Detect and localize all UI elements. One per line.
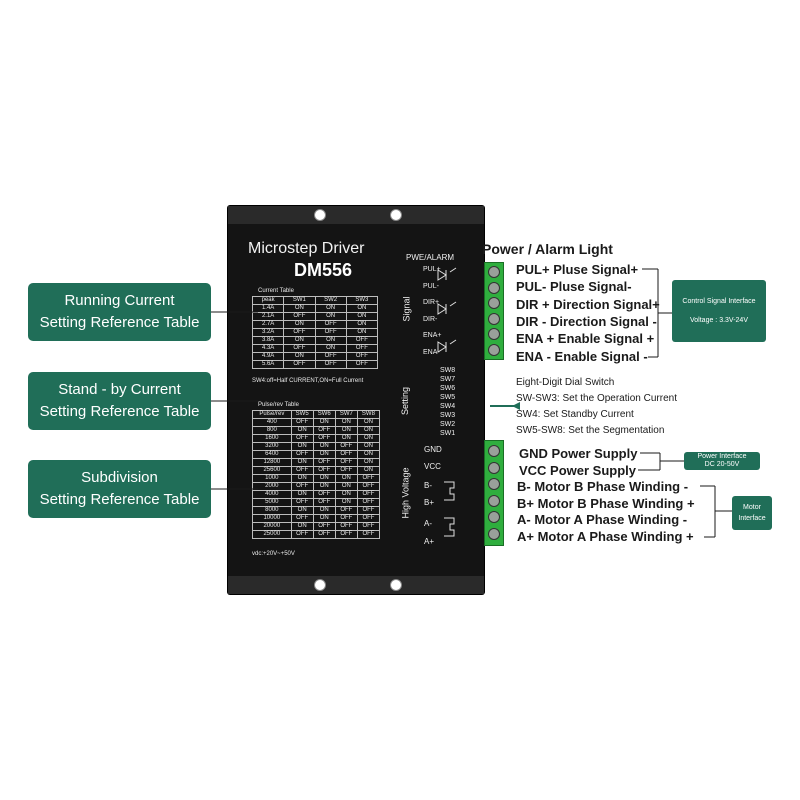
signal-annotation: DIR + Direction Signal+ bbox=[516, 296, 660, 312]
mount-hole-icon bbox=[314, 579, 326, 591]
table-cell: OFF bbox=[356, 530, 381, 539]
signal-pin-label: DIR- bbox=[423, 315, 438, 323]
motor-annotation: B+ Motor B Phase Winding + bbox=[517, 495, 695, 511]
signal-pin-label: ENA- bbox=[423, 348, 440, 356]
power-pin-label: B+ bbox=[424, 498, 435, 507]
power-pin-label: B- bbox=[424, 481, 432, 490]
running-current-callout: Running Current Setting Reference Table bbox=[28, 283, 211, 341]
terminal-screw-icon bbox=[488, 266, 500, 278]
standby-current-callout: Stand - by Current Setting Reference Tab… bbox=[28, 372, 211, 430]
box-line-1: Control Signal Interface bbox=[682, 298, 756, 305]
terminal-screw-icon bbox=[488, 281, 500, 294]
dial-annotation: Eight-Digit Dial Switch bbox=[516, 377, 615, 388]
switch-label: SW7 bbox=[440, 376, 456, 383]
switch-label: SW3 bbox=[440, 412, 456, 419]
terminal-screw-icon bbox=[488, 445, 500, 457]
pwe-alarm-label: PWE/ALARM bbox=[406, 253, 455, 262]
callout-line-2: Setting Reference Table bbox=[39, 491, 200, 508]
switch-label: SW4 bbox=[440, 403, 456, 410]
power-interface-box: Power Interface DC 20-50V bbox=[684, 452, 760, 470]
optocoupler-icons bbox=[437, 267, 457, 353]
mount-hole-icon bbox=[314, 209, 326, 221]
motor-annotation: A+ Motor A Phase Winding + bbox=[517, 529, 694, 545]
power-alarm-light-label: Power / Alarm Light bbox=[482, 241, 613, 257]
box-line-1: Motor bbox=[743, 504, 761, 511]
callout-line-1: Subdivision bbox=[81, 469, 158, 486]
dial-annotation: SW5-SW8: Set the Segmentation bbox=[516, 425, 665, 436]
signal-annotation: PUL- Pluse Signal- bbox=[516, 279, 632, 295]
terminal-screw-icon bbox=[488, 527, 500, 540]
box-line-1: Power Interface bbox=[697, 453, 747, 460]
gnd-power-supply-label: GND Power Supply bbox=[519, 446, 638, 461]
callout-line-1: Stand - by Current bbox=[58, 381, 181, 398]
table-cell: OFF bbox=[345, 360, 379, 369]
switch-label: SW6 bbox=[440, 385, 456, 392]
terminal-screw-icon bbox=[488, 494, 500, 507]
dial-annotation: SW-SW3: Set the Operation Current bbox=[516, 393, 677, 404]
power-pin-label: A+ bbox=[424, 537, 435, 546]
terminal-screw-icon bbox=[488, 297, 500, 309]
box-line-2: DC 20-50V bbox=[704, 461, 740, 468]
dial-arrow-icon bbox=[512, 402, 520, 410]
box-line-2: Interface bbox=[738, 515, 766, 522]
signal-pin-label: DIR+ bbox=[423, 299, 440, 306]
terminal-screw-icon bbox=[488, 343, 500, 356]
terminal-screw-icon bbox=[488, 478, 500, 490]
signal-pin-label: PUL+ bbox=[423, 266, 441, 273]
power-pin-label: VCC bbox=[424, 462, 441, 471]
switch-label: SW8 bbox=[440, 367, 456, 374]
terminal-screw-icon bbox=[488, 312, 500, 325]
driver-model: DM556 bbox=[293, 260, 353, 280]
switch-label: SW2 bbox=[440, 421, 456, 428]
signal-pin-label: ENA+ bbox=[423, 332, 442, 339]
terminal-screw-icon bbox=[488, 328, 500, 340]
microstep-driver: Microstep Driver DM556 PWE/ALARM Current… bbox=[228, 206, 484, 594]
box-line-2: Voltage : 3.3V-24V bbox=[690, 317, 748, 324]
driver-title: Microstep Driver bbox=[248, 240, 365, 257]
callout-line-2: Setting Reference Table bbox=[39, 403, 200, 420]
bottom-flange bbox=[228, 576, 484, 594]
signal-annotation: PUL+ Pluse Signal+ bbox=[516, 262, 639, 277]
terminal-screw-icon bbox=[488, 511, 500, 523]
signal-annotation: ENA - Enable Signal - bbox=[516, 348, 648, 364]
subdivision-callout: Subdivision Setting Reference Table bbox=[28, 460, 211, 518]
switch-label: SW5 bbox=[440, 394, 456, 401]
dial-annotation: SW4: Set Standby Current bbox=[516, 409, 634, 420]
signal-pin-label: PUL- bbox=[423, 282, 439, 290]
terminal-screw-icon bbox=[488, 461, 500, 474]
motor-interface-box: Motor Interface bbox=[732, 496, 772, 530]
callout-line-1: Running Current bbox=[64, 292, 175, 309]
current-table-footer: SW4:off=Half CURRENT,ON=Full Current bbox=[252, 378, 364, 384]
motor-annotation: B- Motor B Phase Winding - bbox=[517, 479, 689, 494]
mount-hole-icon bbox=[390, 209, 402, 221]
callout-line-2: Setting Reference Table bbox=[39, 314, 200, 331]
switch-label: SW1 bbox=[440, 430, 456, 437]
vcc-power-supply-label: VCC Power Supply bbox=[519, 463, 637, 478]
current-table-caption: Current Table bbox=[258, 288, 294, 294]
top-flange bbox=[228, 206, 484, 224]
signal-annotation: DIR - Direction Signal - bbox=[516, 313, 657, 329]
power-pin-label: GND bbox=[424, 445, 442, 454]
signal-annotation: ENA + Enable Signal + bbox=[516, 331, 655, 347]
control-signal-interface-box: Control Signal Interface Voltage : 3.3V-… bbox=[672, 280, 766, 342]
mount-hole-icon bbox=[390, 579, 402, 591]
power-pin-label: A- bbox=[424, 519, 432, 528]
vdc-note: vdc:+20V~+50V bbox=[252, 551, 295, 557]
motor-annotation: A- Motor A Phase Winding - bbox=[517, 512, 688, 528]
coil-icons bbox=[444, 481, 455, 537]
pulse-table-caption: Pulse/rev Table bbox=[258, 402, 299, 408]
